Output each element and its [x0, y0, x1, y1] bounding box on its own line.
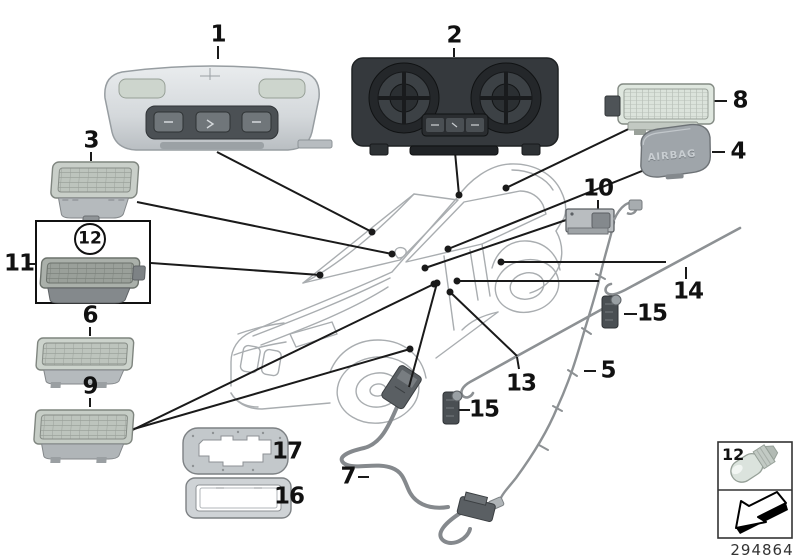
legend-bulb-ref: 12	[722, 445, 745, 464]
callout-2[interactable]: 2	[446, 22, 462, 49]
callout-15b[interactable]: 15	[468, 396, 500, 423]
callout-13[interactable]: 13	[505, 370, 537, 397]
connector-a	[381, 365, 422, 410]
lamp-part-9	[33, 409, 135, 463]
callout-8[interactable]: 8	[732, 87, 748, 114]
frame-part-16	[185, 477, 292, 519]
callout-11[interactable]: 11	[3, 250, 35, 277]
bulb-legend-box	[717, 441, 793, 539]
connector-b	[456, 491, 496, 523]
callout-9[interactable]: 9	[82, 373, 98, 400]
diagram-part-number: 294864	[730, 541, 794, 559]
callout-14[interactable]: 14	[672, 278, 704, 305]
callout-5[interactable]: 5	[600, 357, 616, 384]
lamp-part-3	[50, 161, 140, 231]
fiber-wire-13	[460, 305, 608, 399]
callout-10[interactable]: 10	[582, 175, 614, 202]
callout-16[interactable]: 16	[273, 483, 305, 510]
callout-1[interactable]: 1	[210, 21, 226, 48]
led-unit-part-15b	[442, 390, 463, 425]
airbag-emblem-part-4	[640, 123, 712, 180]
lamp-part-6	[35, 337, 135, 388]
lamp-part-8	[604, 83, 715, 135]
bulb-ref-circle	[74, 223, 106, 255]
wiring-part-7	[339, 365, 496, 545]
callout-17[interactable]: 17	[271, 438, 303, 465]
callout-4[interactable]: 4	[730, 138, 746, 165]
gasket-part-17	[182, 427, 289, 475]
callout-15a[interactable]: 15	[636, 300, 668, 327]
callout-12-circled[interactable]: 12	[78, 228, 102, 249]
fiber-wire-14	[604, 226, 742, 296]
part-11-box	[35, 220, 151, 304]
overhead-console-part-1	[104, 65, 333, 151]
callout-6[interactable]: 6	[82, 302, 98, 329]
callout-3[interactable]: 3	[83, 127, 99, 154]
module-part-10	[565, 199, 643, 235]
wedge-bulb-icon	[730, 444, 779, 483]
callout-7[interactable]: 7	[340, 463, 356, 490]
roof-harness-wire-5	[498, 220, 616, 502]
direction-arrow-icon	[735, 491, 788, 534]
dome-light-button[interactable]	[195, 111, 231, 133]
vent-panel-part-2	[351, 57, 559, 156]
led-unit-part-15a	[601, 294, 622, 329]
lamp-part-11	[39, 257, 146, 304]
